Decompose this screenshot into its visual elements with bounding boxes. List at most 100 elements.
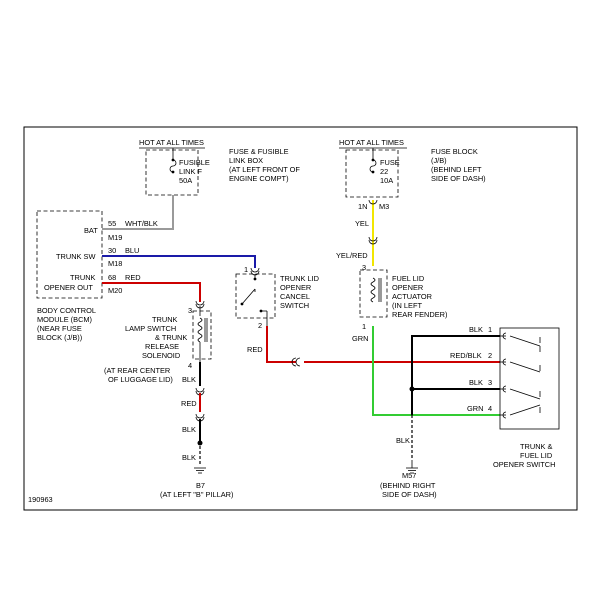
bcm-conn-m18: M18	[108, 259, 122, 268]
cancel-switch-out-wire: RED	[247, 345, 263, 354]
actuator-desc-1: FUEL LID	[392, 274, 424, 283]
pin-m3-label: M3	[379, 202, 389, 211]
switch-desc-1: TRUNK &	[520, 442, 553, 451]
fuse-block-line2: (J/B)	[431, 156, 447, 165]
switch-pin2-num: 2	[488, 351, 492, 360]
solenoid-wire-blk-2: BLK	[182, 425, 196, 434]
hot-label-right: HOT AT ALL TIMES	[339, 138, 404, 147]
fusible-link-rating: 50A	[179, 176, 192, 185]
switch-pin3-wire: BLK	[469, 378, 483, 387]
switch-pin1-num: 1	[488, 325, 492, 334]
solenoid-desc-2: LAMP SWITCH	[125, 324, 176, 333]
ground-m57-id: M57	[402, 471, 416, 480]
ground-m57: BLK M57 (BEHIND RIGHT SIDE OF DASH)	[380, 436, 437, 499]
bcm-desc-1: BODY CONTROL	[37, 306, 96, 315]
solenoid-wire-red: RED	[181, 399, 197, 408]
switch-desc-3: OPENER SWITCH	[493, 460, 555, 469]
body-control-module: BAT 55 WHT/BLK M19 TRUNK SW 30 BLU M18 T…	[36, 210, 158, 342]
actuator-wire-grn: GRN	[352, 334, 368, 343]
fuse-block: HOT AT ALL TIMES FUSE 22 10A FUSE BLOCK …	[339, 138, 486, 211]
pin-1n-label: 1N	[358, 202, 367, 211]
bcm-wire-red: RED	[125, 273, 141, 282]
trunk-release-solenoid: 3 4 TRUNK LAMP SWITCH & TRUNK RELEASE SO…	[104, 306, 212, 384]
ground-b7-desc: (AT LEFT "B" PILLAR)	[160, 490, 233, 499]
fuse-block-line4: SIDE OF DASH)	[431, 174, 486, 183]
switch-pin1-wire: BLK	[469, 325, 483, 334]
bcm-pin-30: 30	[108, 246, 116, 255]
actuator-pin-1: 1	[362, 322, 366, 331]
bcm-bat-label: BAT	[84, 226, 98, 235]
fuse-block-line3: (BEHIND LEFT	[431, 165, 482, 174]
trunk-lid-cancel-switch: 1 2 TRUNK LID OPENER CANCEL SWITCH RED	[235, 265, 319, 354]
cancel-switch-pin-1: 1	[244, 265, 248, 274]
fuse-rating: 10A	[380, 176, 393, 185]
bcm-desc-2: MODULE (BCM)	[37, 315, 92, 324]
cancel-switch-pin-2: 2	[258, 321, 262, 330]
bcm-wire-whtblk: WHT/BLK	[125, 219, 158, 228]
fuse-number: 22	[380, 167, 388, 176]
ground-m57-desc-1: (BEHIND RIGHT	[380, 481, 436, 490]
bcm-conn-m20: M20	[108, 286, 122, 295]
solenoid-wire-blk-3: BLK	[182, 453, 196, 462]
actuator-desc-2: OPENER	[392, 283, 423, 292]
solenoid-desc-4: RELEASE	[145, 342, 179, 351]
solenoid-wire-blk-1: BLK	[182, 375, 196, 384]
actuator-wire-yelred: YEL/RED	[336, 251, 368, 260]
bcm-trunk-label: TRUNK	[70, 273, 96, 282]
fuse-block-title: FUSE BLOCK	[431, 147, 478, 156]
wire-blk-pin1	[411, 335, 500, 415]
fuse-box-line2: LINK BOX	[229, 156, 263, 165]
fuel-lid-actuator: YEL YEL/RED 3 1 FUEL LID OPENER ACTUATOR…	[336, 219, 447, 343]
actuator-desc-5: REAR FENDER)	[392, 310, 447, 319]
diagram-id: 190963	[28, 495, 53, 504]
switch-pin4-num: 4	[488, 404, 492, 413]
hot-label-left: HOT AT ALL TIMES	[139, 138, 204, 147]
solenoid-desc-1: TRUNK	[152, 315, 178, 324]
solenoid-desc-6: (AT REAR CENTER	[104, 366, 170, 375]
solenoid-ground-path: BLK RED BLK BLK B7 (AT LEFT "B" PILLAR)	[160, 362, 233, 499]
solenoid-desc-5: SOLENOID	[142, 351, 180, 360]
actuator-pin-3: 3	[362, 263, 366, 272]
bcm-desc-3: (NEAR FUSE	[37, 324, 82, 333]
cancel-switch-desc-1: TRUNK LID	[280, 274, 319, 283]
wire-grn	[372, 326, 500, 416]
solenoid-pin-3: 3	[188, 306, 192, 315]
switch-desc-2: FUEL LID	[520, 451, 552, 460]
switch-pin4-wire: GRN	[467, 404, 483, 413]
bcm-pin-68: 68	[108, 273, 116, 282]
fusible-link-name: FUSIBLE	[179, 158, 210, 167]
fuse-box-line3: (AT LEFT FRONT OF	[229, 165, 300, 174]
diagram-frame	[23, 126, 578, 511]
bcm-desc-4: BLOCK (J/B))	[37, 333, 82, 342]
bcm-pin-55: 55	[108, 219, 116, 228]
trunk-fuel-opener-switch: BLK 1 RED/BLK 2 BLK 3 GRN 4 TRUNK & FUEL…	[450, 325, 560, 469]
switch-pin2-wire: RED/BLK	[450, 351, 482, 360]
solenoid-desc-7: OF LUGGAGE LID)	[108, 375, 173, 384]
wire-blu	[102, 255, 256, 268]
bcm-trunksw-label: TRUNK SW	[56, 252, 95, 261]
switch-pin3-num: 3	[488, 378, 492, 387]
bcm-opener-out-label: OPENER OUT	[44, 283, 93, 292]
actuator-desc-4: (IN LEFT	[392, 301, 422, 310]
cancel-switch-desc-3: CANCEL	[280, 292, 310, 301]
ground-m57-desc-2: SIDE OF DASH)	[382, 490, 437, 499]
bcm-conn-m19: M19	[108, 233, 122, 242]
fusible-link-box: HOT AT ALL TIMES FUSIBLE LINK F 50A FUSE…	[139, 138, 300, 196]
cancel-switch-desc-2: OPENER	[280, 283, 311, 292]
ground-m57-wire: BLK	[396, 436, 410, 445]
fuse-name: FUSE	[380, 158, 400, 167]
cancel-switch-desc-4: SWITCH	[280, 301, 309, 310]
solenoid-pin-4: 4	[188, 361, 192, 370]
fuse-box-line4: ENGINE COMPT)	[229, 174, 289, 183]
ground-b7-id: B7	[196, 481, 205, 490]
wire-red-bcm	[102, 282, 201, 302]
solenoid-desc-3: & TRUNK	[155, 333, 187, 342]
fuse-box-title: FUSE & FUSIBLE	[229, 147, 289, 156]
actuator-desc-3: ACTUATOR	[392, 292, 432, 301]
bcm-wire-blu: BLU	[125, 246, 139, 255]
actuator-wire-yel: YEL	[355, 219, 369, 228]
wire-wht-blk	[102, 195, 174, 230]
wire-red-cancel	[266, 326, 296, 363]
fusible-link-id: LINK F	[179, 167, 202, 176]
